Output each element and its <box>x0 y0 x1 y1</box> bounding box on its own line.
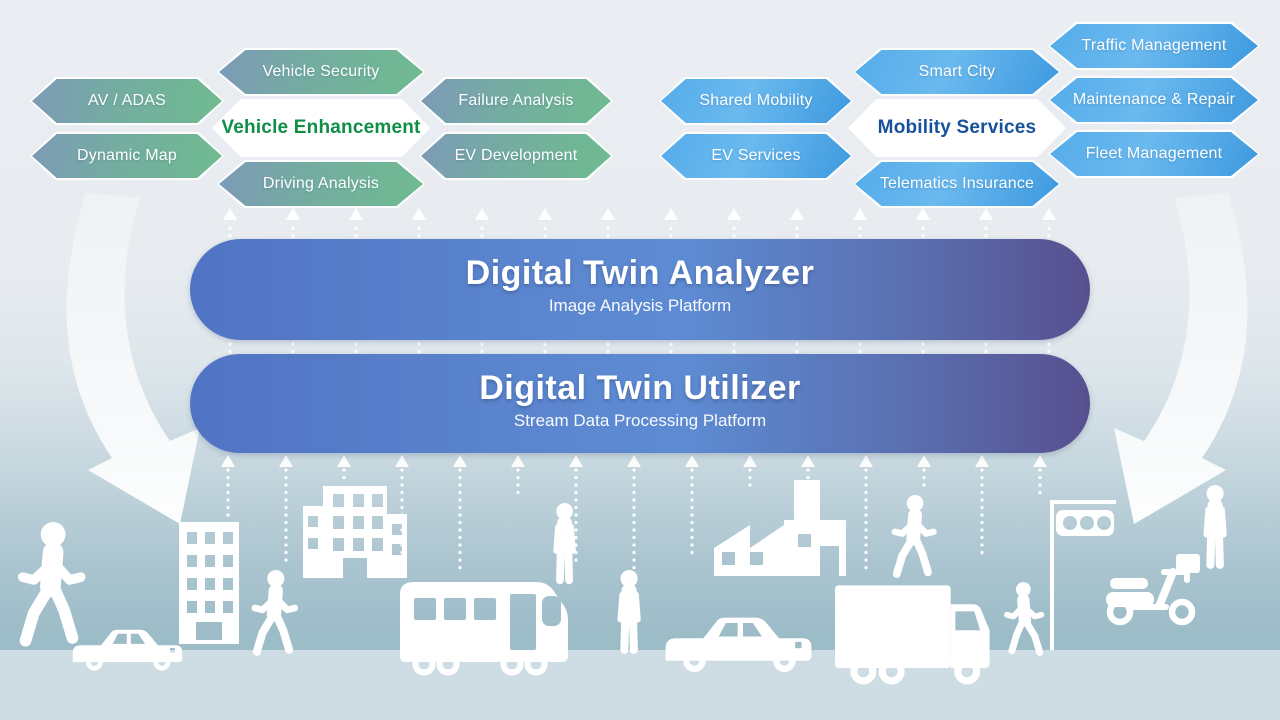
pedestrian-icon <box>23 522 81 641</box>
platform-subtitle: Image Analysis Platform <box>548 296 732 315</box>
pedestrian-icon <box>556 503 573 580</box>
ground-strip <box>0 650 1280 720</box>
hex-label: EV Development <box>454 147 578 164</box>
building-icon <box>179 522 239 644</box>
platform-title: Digital Twin Analyzer <box>465 254 815 292</box>
hex-label: EV Services <box>711 147 801 164</box>
hex-av-adas: AV / ADAS <box>30 77 224 125</box>
hex-label: Telematics Insurance <box>879 175 1035 192</box>
pedestrian-icon <box>1207 485 1224 565</box>
pedestrian-icon <box>895 495 934 574</box>
car-icon <box>666 618 812 669</box>
pedestrian-icon <box>255 570 295 652</box>
traffic-light-icon <box>1050 500 1116 650</box>
dotted-data-arrow-icon <box>228 342 1051 355</box>
dotted-data-arrow-icon <box>223 208 1056 238</box>
hex-label: AV / ADAS <box>88 92 166 109</box>
hex-mobility-services: Mobility Services <box>848 99 1066 157</box>
hex-label: Shared Mobility <box>699 92 813 109</box>
curved-flow-arrow-icon <box>1114 193 1248 524</box>
hex-ev-services: EV Services <box>659 132 853 180</box>
hex-maintenance-repair: Maintenance & Repair <box>1048 76 1260 124</box>
hex-fleet-management: Fleet Management <box>1048 130 1260 178</box>
factory-icon <box>714 480 846 576</box>
building-icon <box>303 486 407 578</box>
hex-vehicle-enhancement: Vehicle Enhancement <box>212 99 430 157</box>
cluster-center-label: Vehicle Enhancement <box>221 117 421 138</box>
hex-label: Fleet Management <box>1085 145 1223 162</box>
hex-smart-city: Smart City <box>853 48 1061 96</box>
hex-label: Failure Analysis <box>458 92 574 109</box>
bus-icon <box>400 582 568 673</box>
curved-flow-arrow-icon <box>66 193 200 524</box>
hex-label: Driving Analysis <box>262 175 380 192</box>
truck-icon <box>835 585 990 681</box>
platform-subtitle: Stream Data Processing Platform <box>513 411 767 430</box>
hex-label: Smart City <box>918 63 996 80</box>
hex-label: Traffic Management <box>1081 37 1227 54</box>
hex-dynamic-map: Dynamic Map <box>30 132 224 180</box>
hex-label: Dynamic Map <box>76 147 177 164</box>
pedestrian-icon <box>621 570 638 650</box>
scooter-icon <box>1106 554 1200 622</box>
car-icon <box>73 630 183 669</box>
hex-failure-analysis: Failure Analysis <box>419 77 613 125</box>
hex-shared-mobility: Shared Mobility <box>659 77 853 125</box>
hex-label: Maintenance & Repair <box>1072 91 1236 108</box>
hex-vehicle-security: Vehicle Security <box>217 48 425 96</box>
platform-title: Digital Twin Utilizer <box>479 369 801 407</box>
hex-label: Vehicle Security <box>262 63 380 80</box>
hex-telematics-insurance: Telematics Insurance <box>853 160 1061 208</box>
hex-ev-development: EV Development <box>419 132 613 180</box>
hex-traffic-management: Traffic Management <box>1048 22 1260 70</box>
hex-driving-analysis: Driving Analysis <box>217 160 425 208</box>
pedestrian-icon <box>1007 582 1041 653</box>
platform-digital-twin-analyzer: Digital Twin Analyzer Image Analysis Pla… <box>190 239 1090 340</box>
cluster-center-label: Mobility Services <box>877 117 1037 138</box>
platform-digital-twin-utilizer: Digital Twin Utilizer Stream Data Proces… <box>190 354 1090 453</box>
